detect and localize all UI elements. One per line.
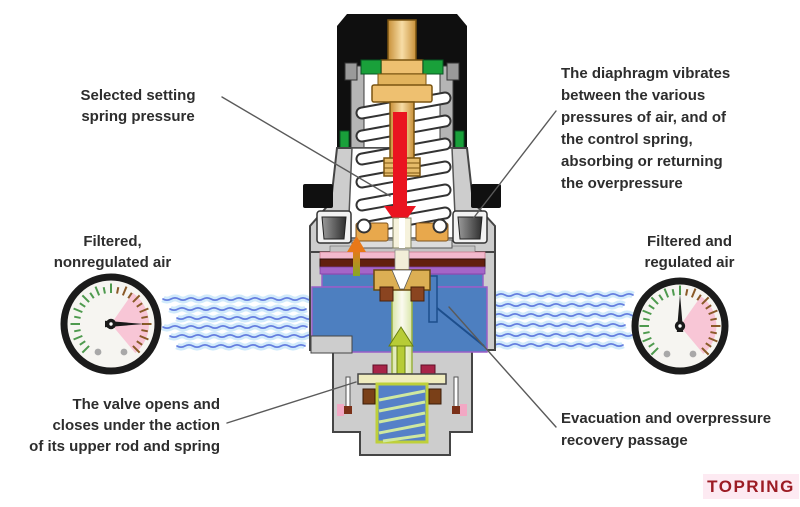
leader-lines [221,96,557,428]
evacuation-passage [428,275,438,323]
gauge-high-zone [680,296,717,354]
gauge-screw [94,348,102,356]
leader-evacuation [448,306,557,428]
vent-plug-right [457,216,483,240]
seal-stud-left [339,130,350,149]
adjust-screw-stem [387,19,417,63]
air-stream-line [162,325,308,329]
air-stream-line [472,293,634,297]
air-stream-line [169,307,307,311]
valve-seat-funnel [373,269,431,291]
brand-logo: TOPRING [703,474,799,499]
seal-stud-right [454,130,465,149]
label-inlet-air: Filtered, nonregulated air [53,233,172,271]
mount-tab-left [303,184,333,208]
gauge-screw [663,350,671,358]
valve-spring-coils [378,389,426,443]
air-stream-line [472,323,626,327]
air-stream-line [486,313,640,317]
airflow-inlet-streams [161,294,317,351]
screw-step [377,73,427,86]
screw-flange [380,59,424,75]
regulator-cutaway [303,14,501,456]
gauge-ticks [639,285,721,356]
brand-logo-text: TOPRING [707,476,795,496]
gauge-screw [689,350,697,358]
leader-diaphragm [471,110,557,221]
cap-shoulder-left [344,62,358,81]
label-outlet-air: Filtered and regulated air [644,233,735,271]
leader-setting-spring [221,96,391,197]
label-valve: The valve opens and closes under the act… [29,396,220,455]
air-stream-line [176,316,314,320]
seal-right [422,59,444,75]
label-diaphragm: The diaphragm vibrates between the vario… [561,65,731,192]
air-stream-line [176,344,306,348]
gauge-ticks [70,283,152,354]
mount-tab-right [471,184,501,208]
gauge-inlet [60,273,162,375]
valve-rod-arrow-up [388,326,414,381]
air-stream-line [169,334,315,338]
label-evacuation: Evacuation and overpressure recovery pas… [561,410,772,449]
gauge-screw [120,348,128,356]
o-ring-left [379,286,394,302]
air-stream-line [479,303,625,307]
gauge-outlet [631,277,729,375]
valve-assembly [337,364,467,444]
vent-plug-left [321,216,347,240]
cap-shoulder-right [446,62,460,81]
diaphragm-feedback-arrow-up [347,236,366,276]
air-stream-line [479,333,633,337]
screw-nut [371,84,433,103]
air-stream-line [162,297,316,301]
o-ring-right [410,286,425,302]
label-setting-spring: Selected setting spring pressure [80,87,196,125]
airflow-outlet-streams [471,290,641,350]
leader-valve [226,381,357,424]
air-stream-line [486,343,624,347]
seal-left [360,59,382,75]
